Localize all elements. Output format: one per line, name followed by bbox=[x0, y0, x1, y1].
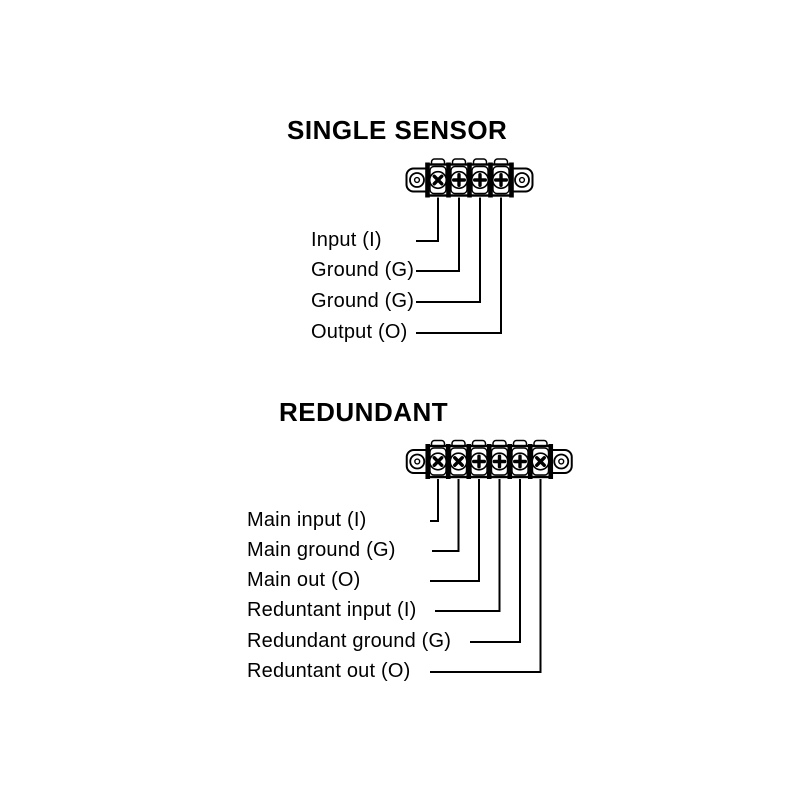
terminal-screw-icon bbox=[531, 447, 550, 476]
cell-divider bbox=[425, 162, 430, 198]
section-title-redundant: REDUNDANT bbox=[279, 397, 449, 427]
terminal-block bbox=[405, 439, 573, 479]
terminal-screw-icon bbox=[428, 447, 448, 476]
connector-line bbox=[430, 479, 542, 673]
cell-divider bbox=[466, 444, 472, 479]
terminal-screw-icon bbox=[510, 447, 530, 476]
cell-divider bbox=[425, 444, 431, 479]
pin-label: Main ground (G) bbox=[247, 539, 396, 562]
connector-line bbox=[430, 479, 480, 582]
pin-label: Redundant ground (G) bbox=[247, 630, 452, 653]
cell-divider bbox=[445, 444, 451, 479]
connector-line bbox=[470, 479, 521, 643]
terminal-screw-icon bbox=[428, 165, 448, 195]
pin-label: Ground (G) bbox=[311, 259, 415, 282]
pin-label: Reduntant out (O) bbox=[247, 660, 411, 683]
terminal-screw-icon bbox=[491, 165, 511, 195]
terminal-screw-icon bbox=[490, 447, 509, 476]
pin-label: Reduntant input (I) bbox=[247, 599, 417, 622]
pin-label: Ground (G) bbox=[311, 290, 415, 313]
pin-label: Main out (O) bbox=[247, 569, 361, 592]
connector-line bbox=[416, 197, 460, 272]
cell-divider bbox=[467, 162, 472, 198]
connector-lines bbox=[416, 197, 502, 334]
terminal-screw-icon bbox=[469, 447, 489, 476]
terminal-screw-icon bbox=[449, 165, 469, 195]
connector-line bbox=[416, 197, 439, 242]
section-title-single-sensor: SINGLE SENSOR bbox=[287, 115, 508, 145]
connector-line bbox=[435, 479, 501, 612]
cell-divider bbox=[507, 444, 513, 479]
connector-line bbox=[416, 197, 481, 303]
terminal-screw-icon bbox=[470, 165, 490, 195]
terminal-block bbox=[405, 158, 534, 198]
cell-divider bbox=[548, 444, 554, 479]
connector-line bbox=[432, 479, 460, 552]
connector-line bbox=[430, 479, 439, 522]
pin-label: Input (I) bbox=[311, 229, 382, 252]
cell-divider bbox=[527, 444, 533, 479]
cell-divider bbox=[486, 444, 492, 479]
terminal-screw-icon bbox=[449, 447, 468, 476]
cell-divider bbox=[488, 162, 493, 198]
connector-line bbox=[416, 197, 502, 334]
connector-lines bbox=[430, 479, 542, 673]
pin-label: Output (O) bbox=[311, 321, 408, 344]
pin-label: Main input (I) bbox=[247, 509, 367, 532]
cell-divider bbox=[446, 162, 451, 198]
cell-divider bbox=[509, 162, 514, 198]
